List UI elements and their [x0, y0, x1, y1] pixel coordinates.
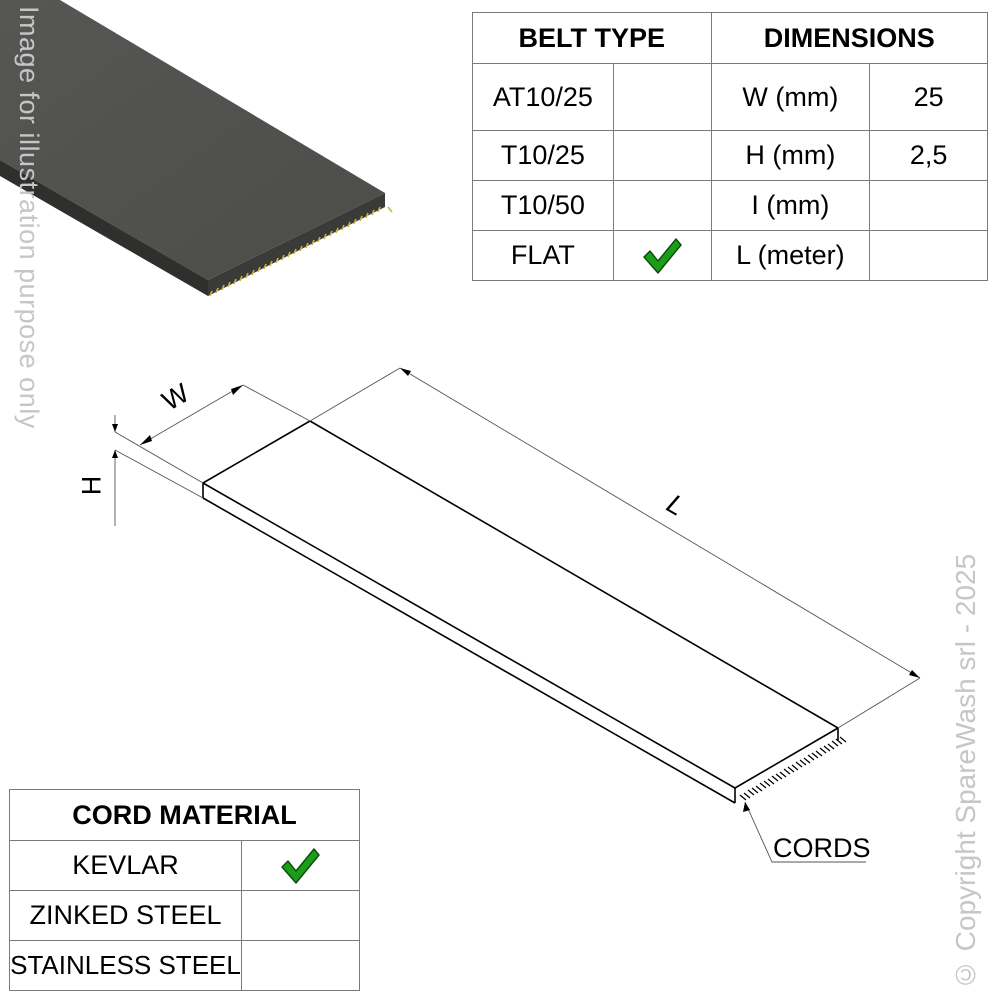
- dimension-label-cell: H (mm): [710, 130, 871, 181]
- dimensions-header: DIMENSIONS: [710, 12, 988, 64]
- belt-outline: [202, 420, 839, 804]
- table-row: T10/25 H (mm) 2,5: [472, 130, 988, 181]
- table-row: KEVLAR: [9, 840, 361, 891]
- cord-material-cell: KEVLAR: [9, 840, 242, 891]
- table-row: FLAT L (meter): [472, 230, 988, 281]
- checkmark-icon: [643, 237, 682, 274]
- dimension-label-cell: I (mm): [710, 180, 871, 231]
- dimension-value-cell[interactable]: [869, 180, 988, 231]
- belt-type-check-cell[interactable]: [612, 63, 712, 131]
- illustration-watermark: Image for illustration purpose only: [14, 6, 44, 429]
- cord-check-cell[interactable]: [240, 890, 361, 941]
- cords-drawing: [739, 736, 847, 801]
- cord-material-cell: STAINLESS STEEL: [9, 940, 242, 991]
- cord-check-cell[interactable]: [240, 840, 361, 891]
- dim-h-label: H: [76, 475, 107, 496]
- dimension-value-cell[interactable]: [869, 230, 988, 281]
- cords-gold: [209, 206, 393, 297]
- checkmark-icon: [281, 847, 321, 884]
- belt-type-cell: AT10/25: [472, 63, 614, 131]
- dimension-label-cell: L (meter): [710, 230, 871, 281]
- dimension-lines: [112, 367, 921, 863]
- table-row: STAINLESS STEEL: [9, 940, 361, 991]
- belt-type-check-cell[interactable]: [612, 130, 712, 181]
- table-row: T10/50 I (mm): [472, 180, 988, 231]
- dimension-value-cell[interactable]: 25: [869, 63, 988, 131]
- cord-check-cell[interactable]: [240, 940, 361, 991]
- belt-type-check-cell[interactable]: [612, 230, 712, 281]
- belt-type-check-cell[interactable]: [612, 180, 712, 231]
- belt-type-cell: T10/50: [472, 180, 614, 231]
- cord-material-header: CORD MATERIAL: [9, 789, 360, 841]
- copyright-watermark: © Copyright SpareWash srl - 2025: [950, 553, 981, 990]
- table-row: ZINKED STEEL: [9, 890, 361, 941]
- cords-label: CORDS: [773, 833, 871, 863]
- belt-type-header: BELT TYPE: [472, 12, 712, 64]
- dimension-label-cell: W (mm): [710, 63, 871, 131]
- dimension-value-cell[interactable]: 2,5: [869, 130, 988, 181]
- cord-material-cell: ZINKED STEEL: [9, 890, 242, 941]
- belt-type-dimensions-table: BELT TYPE DIMENSIONS AT10/25 W (mm) 25 T…: [472, 12, 988, 281]
- belt-type-cell: FLAT: [472, 230, 614, 281]
- table-row: AT10/25 W (mm) 25: [472, 63, 988, 131]
- cord-material-table: CORD MATERIAL KEVLAR ZINKED STEEL STAINL…: [9, 789, 361, 991]
- belt-photo: [0, 0, 393, 297]
- belt-type-cell: T10/25: [472, 130, 614, 181]
